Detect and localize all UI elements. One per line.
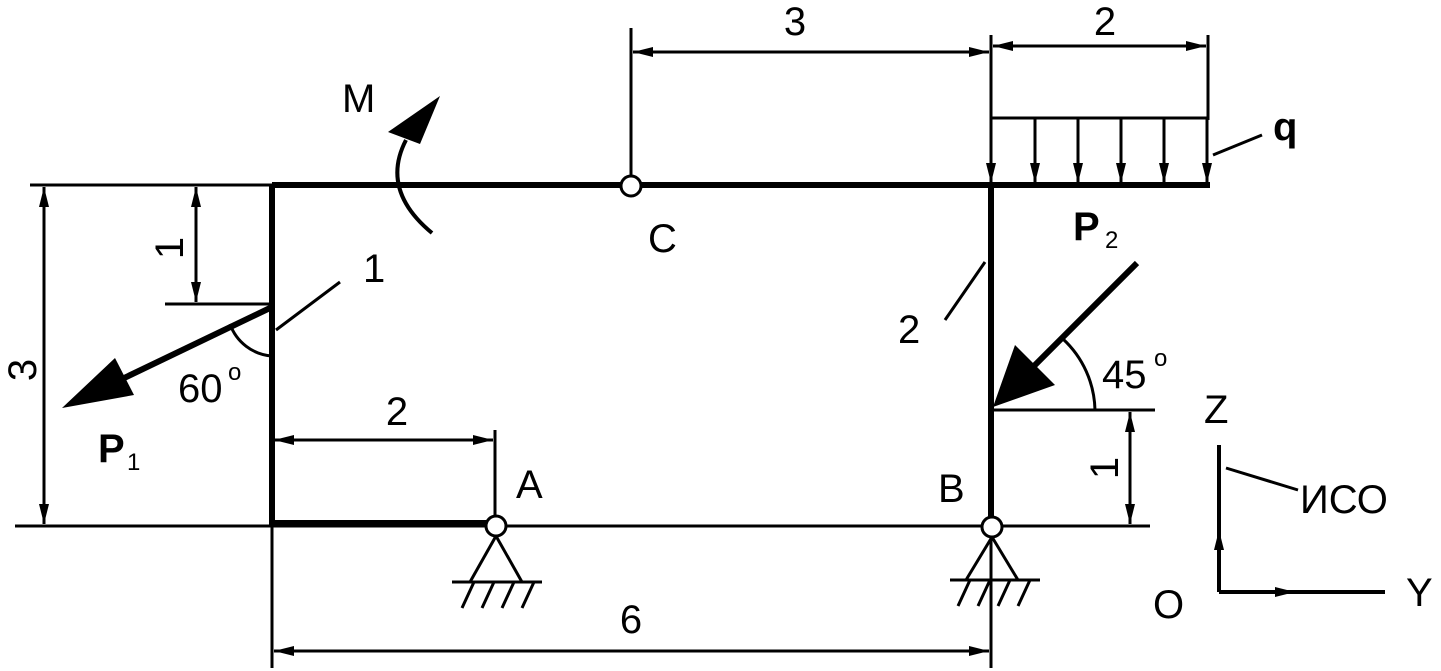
dim-a-label: 2 [386,390,408,434]
force-p1 [62,280,341,408]
angle-60-degree: o [228,359,241,386]
leader-2-label: 2 [898,308,920,352]
dim-left-1-label: 1 [148,237,192,259]
angle-45-degree: o [1154,345,1167,372]
frame-structure [269,182,1210,526]
axis-y-label: Y [1406,571,1433,615]
moment-m [388,96,440,235]
leader-2 [943,261,987,321]
distributed-load-q [986,116,1263,183]
dim-left-3-label: 3 [1,359,45,381]
load-q-label: q [1273,105,1297,149]
hinge-c-label: C [648,217,677,261]
support-a [452,514,542,609]
dimension-lines [39,41,1206,656]
dim-cb-label: 3 [784,0,806,44]
origin-o-label: O [1153,583,1184,627]
moment-m-label: M [342,77,375,121]
dim-q-label: 2 [1094,0,1116,44]
leader-1 [275,280,341,332]
angle-45-label: 45 [1102,353,1147,397]
extension-lines [15,28,1210,668]
force-p2 [943,260,1140,411]
hinge-c [619,174,643,198]
dim-right-1-label: 1 [1083,457,1127,479]
coordinate-system [1214,445,1385,597]
force-p2-subscript: 2 [1105,227,1118,254]
support-a-label: A [516,463,543,507]
force-p1-label: P [98,427,125,471]
dim-bottom-label: 6 [620,598,642,642]
support-b [950,515,1040,607]
leader-1-label: 1 [363,247,385,291]
iso-label: ИСО [1300,478,1388,522]
support-b-label: B [938,467,965,511]
axis-z-label: Z [1204,388,1228,432]
leader-iso [1225,466,1299,492]
force-p1-subscript: 1 [127,449,140,476]
angle-60-label: 60 [178,367,223,411]
force-p2-label: P [1073,205,1100,249]
